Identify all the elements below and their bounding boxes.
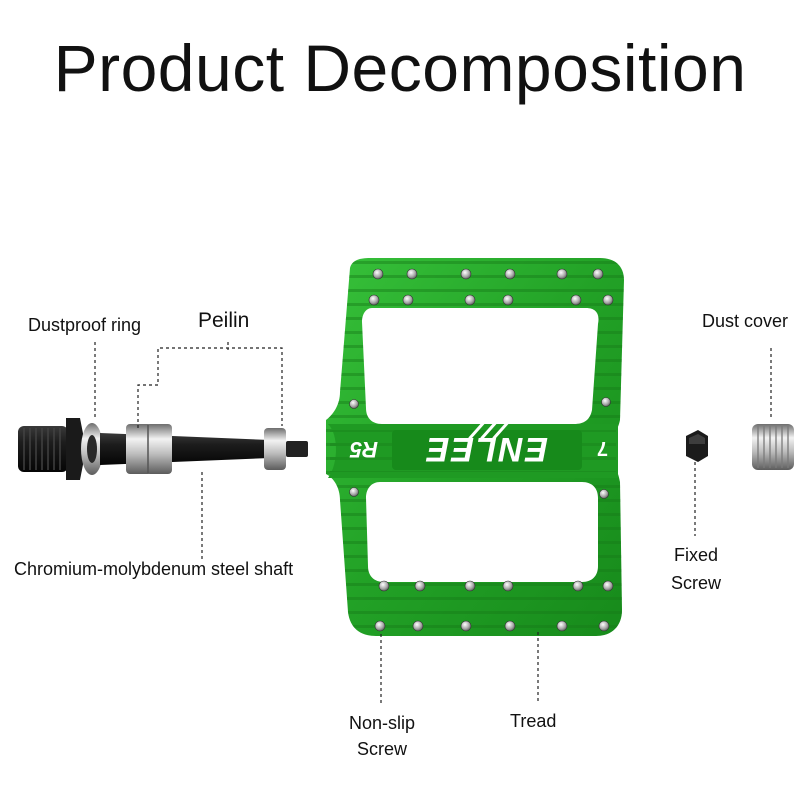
label-non-slip-line2: Screw <box>356 739 407 759</box>
label-fixed-screw: Fixed Screw <box>660 544 732 594</box>
label-dust-cover: Dust cover <box>702 311 789 331</box>
spindle-assembly <box>18 418 308 480</box>
label-fixed-screw-line1: Fixed <box>673 545 718 565</box>
pedal-body <box>326 258 624 636</box>
pedal-number: 7 <box>597 437 608 459</box>
pedal-pins-top <box>349 268 614 499</box>
label-non-slip-line1: Non-slip <box>348 713 416 733</box>
fixed-screw <box>686 430 708 462</box>
dust-cover <box>752 424 794 470</box>
label-fixed-screw-line2: Screw <box>670 573 721 593</box>
label-shaft: Chromium-molybdenum steel shaft <box>14 559 294 579</box>
label-dustproof-ring: Dustproof ring <box>28 315 142 335</box>
pedal-logo: ENLEE <box>425 430 548 468</box>
label-peilin: Peilin <box>198 309 250 332</box>
label-tread: Tread <box>510 711 557 731</box>
pedal-pins-bottom <box>374 580 614 632</box>
pedal-badge: R5 <box>349 437 378 462</box>
label-non-slip-screw: Non-slip Screw <box>340 712 424 760</box>
page-title: Product Decomposition <box>53 31 747 105</box>
